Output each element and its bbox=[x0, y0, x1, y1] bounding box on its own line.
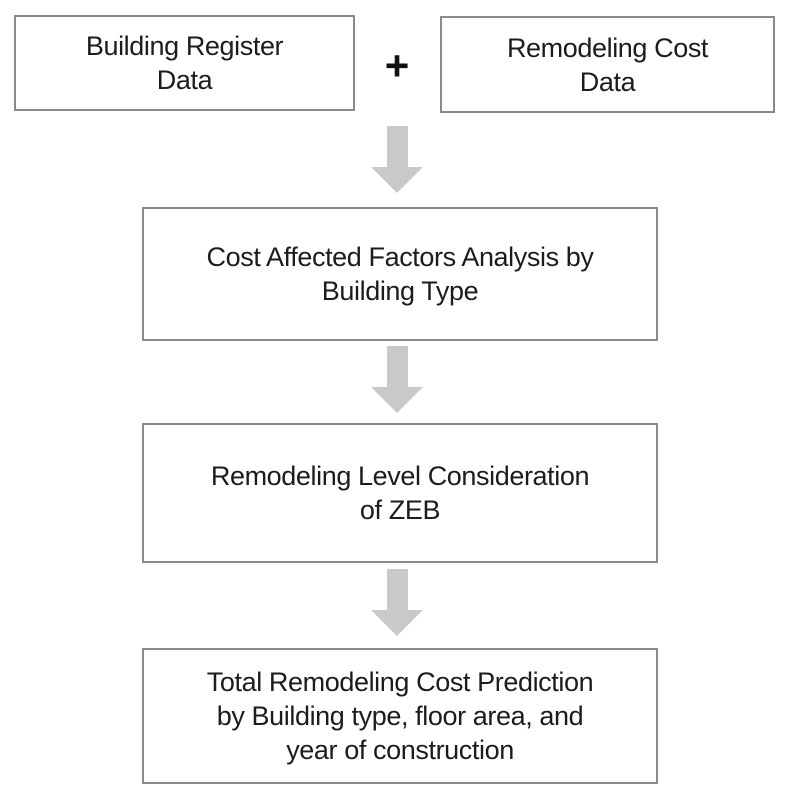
down-arrow-icon bbox=[371, 126, 423, 193]
node-building-register-data: Building Register Data bbox=[14, 15, 355, 111]
down-arrow-icon bbox=[371, 346, 423, 413]
node-label: Remodeling Level Consideration of ZEB bbox=[210, 461, 590, 525]
down-arrow-icon bbox=[371, 569, 423, 636]
arrow-head bbox=[371, 610, 423, 636]
node-label: Total Remodeling Cost Prediction by Buil… bbox=[206, 667, 594, 765]
arrow-shaft bbox=[386, 569, 408, 610]
node-total-remodeling-cost-prediction: Total Remodeling Cost Prediction by Buil… bbox=[142, 648, 658, 784]
node-remodeling-cost-data: Remodeling Cost Data bbox=[440, 16, 775, 113]
node-label: Building Register Data bbox=[85, 31, 284, 95]
node-cost-affected-factors-analysis: Cost Affected Factors Analysis by Buildi… bbox=[142, 207, 658, 341]
arrow-shaft bbox=[386, 126, 408, 167]
arrow-shaft bbox=[386, 346, 408, 387]
arrow-head bbox=[371, 167, 423, 193]
node-remodeling-level-consideration: Remodeling Level Consideration of ZEB bbox=[142, 423, 658, 563]
node-label: Remodeling Cost Data bbox=[506, 32, 709, 97]
node-label: Cost Affected Factors Analysis by Buildi… bbox=[206, 242, 594, 306]
plus-operator: + bbox=[384, 42, 410, 89]
arrow-head bbox=[371, 387, 423, 413]
